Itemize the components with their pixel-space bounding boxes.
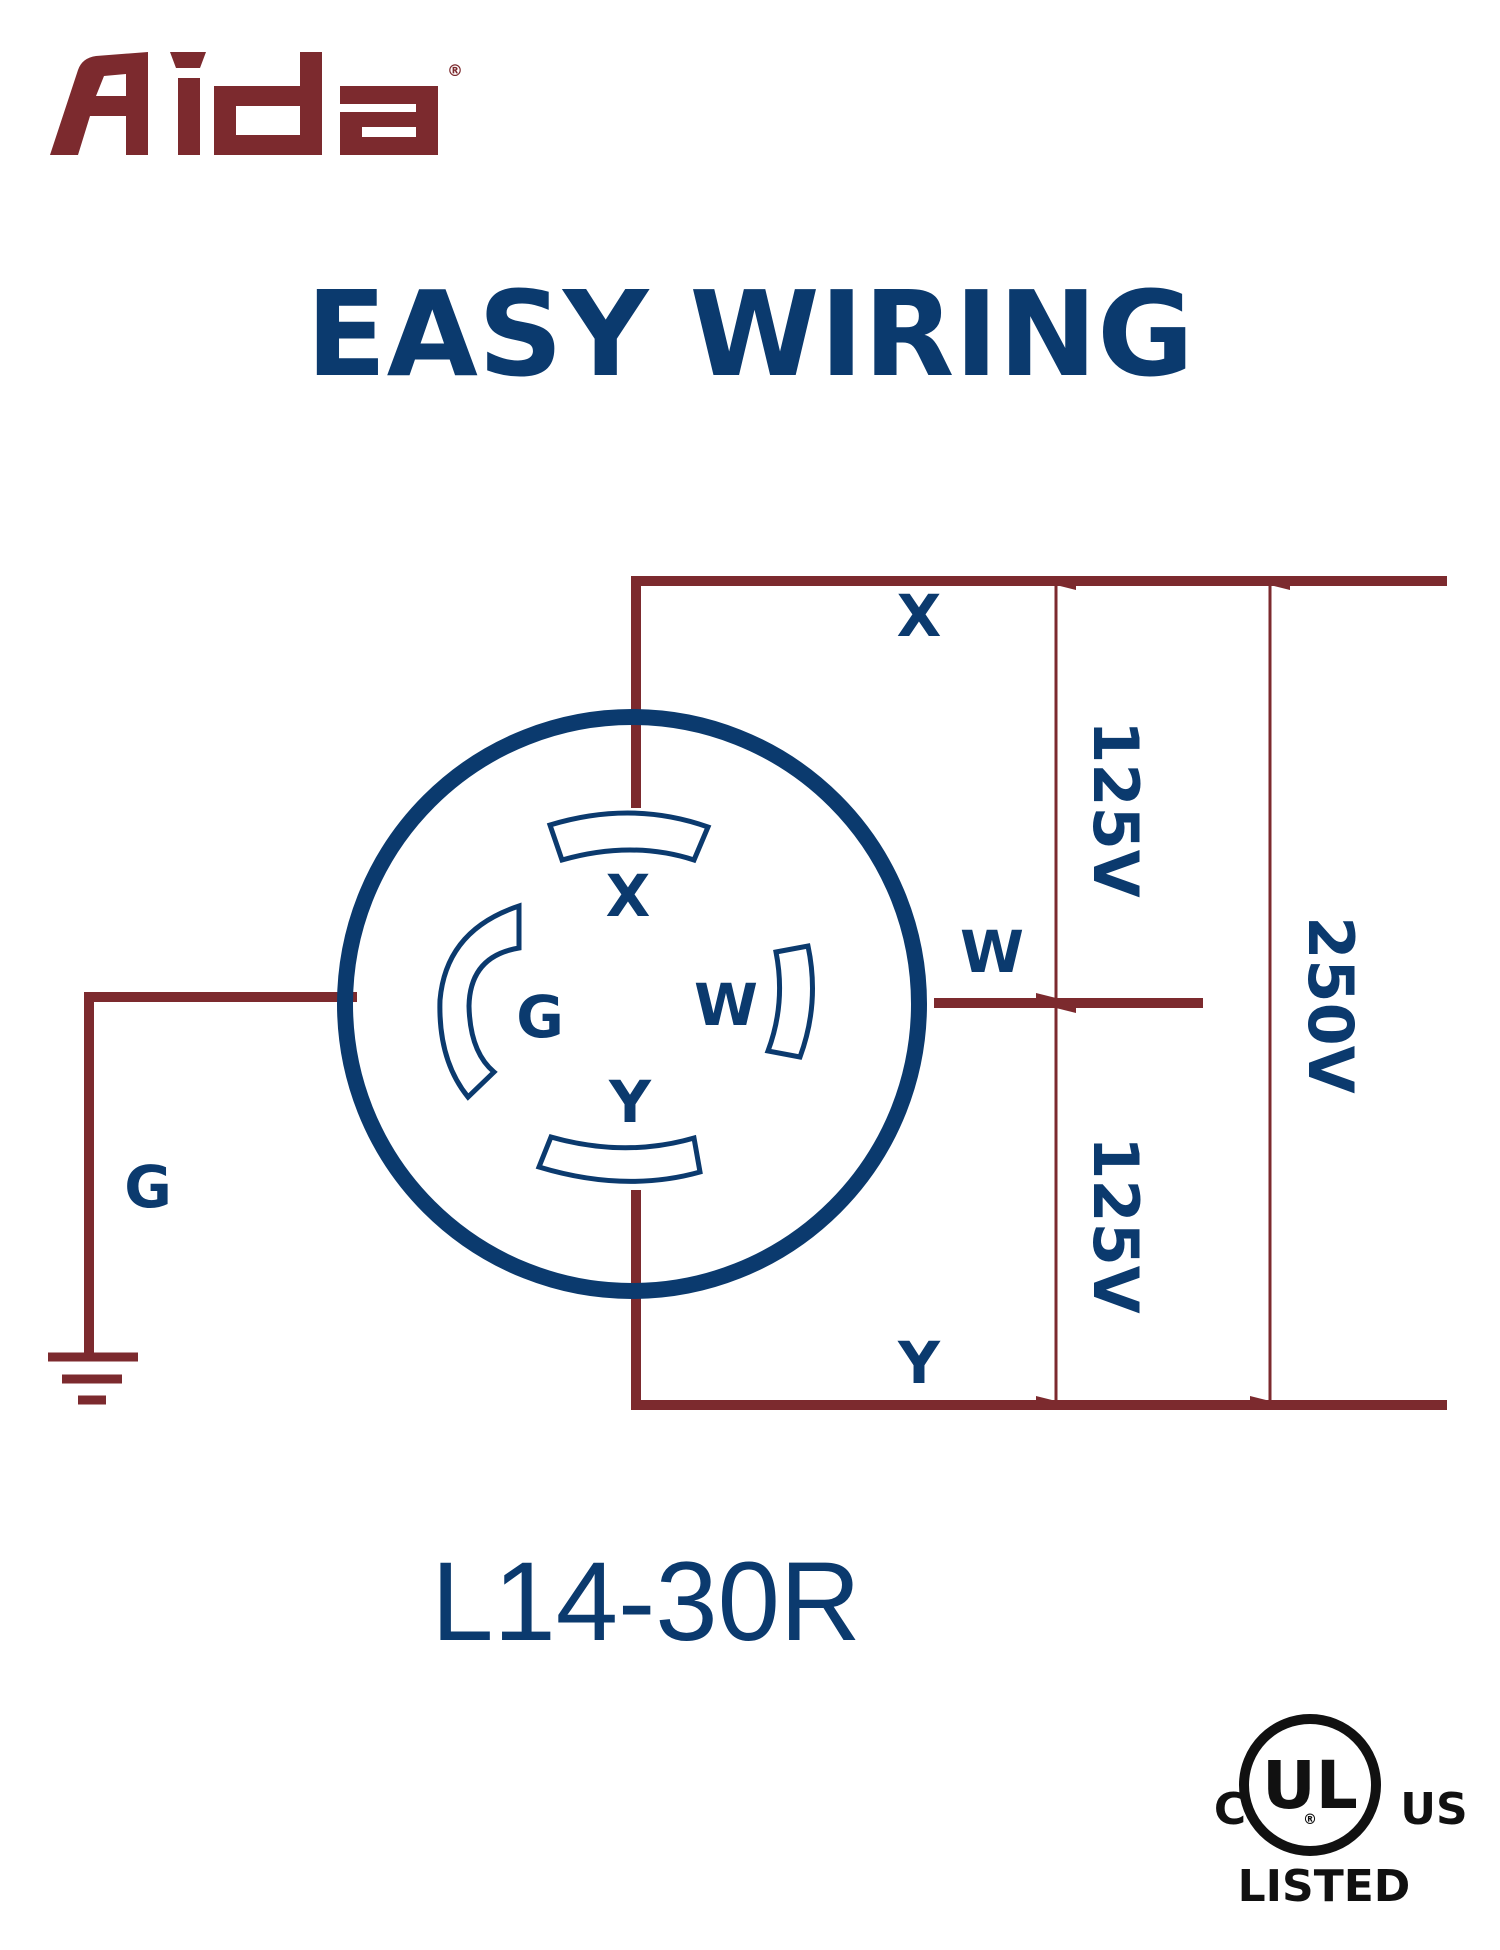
ul-listed-mark: UL ® C US LISTED bbox=[1214, 1714, 1468, 1912]
wire-w-label: W bbox=[960, 918, 1024, 986]
ul-status: LISTED bbox=[1238, 1861, 1411, 1912]
slot-y bbox=[535, 1133, 703, 1184]
brand-logo: ® bbox=[50, 52, 463, 155]
voltage-arrows bbox=[1036, 580, 1290, 1406]
voltage-lower-label: 125V bbox=[1079, 1136, 1152, 1313]
ul-registered-mark: ® bbox=[1303, 1812, 1317, 1828]
ground-symbol-icon bbox=[48, 1352, 138, 1405]
ul-suffix: US bbox=[1400, 1784, 1467, 1835]
slot-g-label: G bbox=[516, 983, 564, 1051]
slot-g bbox=[437, 902, 522, 1101]
logo-registered-mark: ® bbox=[447, 61, 463, 80]
receptacle-face: X G W Y bbox=[337, 709, 927, 1299]
receptacle-outline bbox=[337, 709, 927, 1299]
wire-y-label: Y bbox=[897, 1329, 941, 1397]
ul-mark-text: UL bbox=[1262, 1747, 1358, 1824]
voltage-total-label: 250V bbox=[1294, 916, 1367, 1093]
slot-x-label: X bbox=[606, 862, 651, 930]
g-wire bbox=[84, 992, 357, 1353]
model-number: L14-30R bbox=[431, 1539, 861, 1664]
ul-circle bbox=[1239, 1714, 1381, 1856]
wire-x-label: X bbox=[897, 582, 942, 650]
slot-w bbox=[764, 943, 815, 1060]
ul-prefix: C bbox=[1214, 1784, 1246, 1835]
page-title: EASY WIRING bbox=[306, 265, 1194, 403]
wires bbox=[84, 576, 1447, 1410]
x-wire bbox=[631, 576, 1447, 808]
slot-w-label: W bbox=[694, 971, 758, 1039]
slot-y-label: Y bbox=[608, 1068, 652, 1136]
wire-g-label: G bbox=[124, 1153, 172, 1221]
voltage-upper-label: 125V bbox=[1079, 720, 1152, 897]
y-wire bbox=[631, 1190, 1447, 1410]
slot-x bbox=[546, 810, 712, 864]
